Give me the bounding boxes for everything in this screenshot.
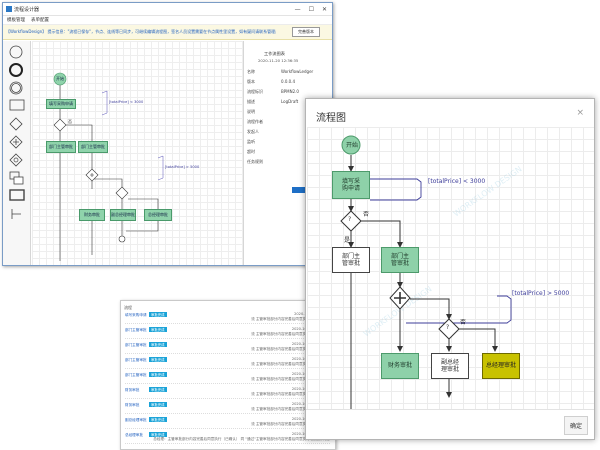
mini-gateway-1 bbox=[53, 118, 67, 132]
flow-connectors bbox=[340, 135, 512, 409]
condition-label-2: [totalPrice] > 5000 bbox=[512, 290, 570, 297]
notice-bar: 【WorkflowDesign】 提示信息："流程已保存"，节点、连线等已同步，… bbox=[3, 25, 332, 40]
close-icon[interactable]: × bbox=[576, 108, 584, 118]
node-purchase-request[interactable]: 填写采 购申请 bbox=[332, 171, 370, 199]
gateway-exclusive-1 bbox=[340, 210, 362, 232]
designer-titlebar: 流程设计器 — ☐ ✕ bbox=[3, 3, 332, 16]
designer-menubar: 模板管理 表单配置 bbox=[3, 16, 332, 25]
mini-gateway-3 bbox=[115, 186, 129, 200]
prop-row[interactable]: 发起人 bbox=[247, 129, 259, 134]
mini-no-label: 否 bbox=[68, 119, 72, 124]
mini-node-dept1[interactable]: 部门主管审批 bbox=[46, 141, 76, 153]
close-icon[interactable]: ✕ bbox=[321, 5, 327, 13]
mini-node-finance[interactable]: 财务审批 bbox=[79, 209, 105, 221]
mini-cond-2: [totalPrice] > 5000 bbox=[165, 165, 200, 169]
ok-button[interactable]: 确定 bbox=[564, 416, 588, 435]
designer-title: 流程设计器 bbox=[14, 6, 40, 13]
mini-start-label: 开始 bbox=[56, 75, 64, 81]
node-gm-approval[interactable]: 总经理审批 bbox=[482, 353, 520, 379]
node-dept-approval-1[interactable]: 部门主 管审批 bbox=[332, 247, 370, 273]
prop-row[interactable]: 流程作者 bbox=[247, 119, 263, 124]
mini-node-gm[interactable]: 总经理审批 bbox=[144, 209, 172, 221]
mini-cond-1: [totalPrice] < 3000 bbox=[109, 100, 144, 104]
mini-start-node bbox=[53, 72, 67, 86]
node-dept-approval-2[interactable]: 部门主 管审批 bbox=[381, 247, 419, 273]
circle-thin-icon[interactable] bbox=[9, 45, 23, 59]
circle-thick-icon[interactable] bbox=[9, 63, 23, 77]
designer-canvas[interactable]: 开始 填写采购申请 部门主管审批 部门主管审批 财务审批 副总经理审批 总经理审… bbox=[32, 41, 243, 265]
shape-palette bbox=[3, 41, 31, 265]
node-vp-approval[interactable]: 副总经 理审批 bbox=[431, 353, 469, 379]
maximize-icon[interactable]: ☐ bbox=[308, 5, 314, 13]
prop-row[interactable]: 监听 bbox=[247, 139, 255, 144]
start-label: 开始 bbox=[346, 142, 359, 149]
yes-label: 是 bbox=[344, 237, 351, 244]
diamond-group-icon[interactable] bbox=[9, 153, 23, 167]
app-icon bbox=[6, 6, 12, 12]
prop-row[interactable]: 超时 bbox=[247, 149, 255, 154]
condition-label-1: [totalPrice] < 3000 bbox=[428, 178, 486, 185]
dialog-title: 流程图 bbox=[316, 113, 346, 124]
designer-window: 流程设计器 — ☐ ✕ 模板管理 表单配置 【WorkflowDesign】 提… bbox=[2, 2, 333, 266]
no-label: 否 bbox=[363, 211, 370, 218]
node-finance-approval[interactable]: 财务审批 bbox=[381, 353, 419, 379]
list-item[interactable]: 填写采购申请审批完成2020-10-11 17:02:4流 主管审批部分内容完善… bbox=[125, 311, 330, 324]
mini-node-dept2[interactable]: 部门主管审批 bbox=[78, 141, 108, 153]
annotation-icon[interactable] bbox=[9, 207, 23, 221]
mini-node-purchase[interactable]: 填写采购申请 bbox=[46, 99, 76, 109]
flowchart-dialog: 流程图 × WORKFLOW DESIGN WORKFLOW DESIGN bbox=[305, 98, 595, 440]
history-list-window: 流程 填写采购申请审批完成2020-10-11 17:02:4流 主管审批部分内… bbox=[120, 300, 336, 450]
dialog-footer: 确定 bbox=[306, 409, 594, 439]
prop-row[interactable]: 说明 bbox=[247, 109, 255, 114]
circle-double-icon[interactable] bbox=[9, 81, 23, 95]
menu-item-templates[interactable]: 模板管理 bbox=[7, 18, 25, 23]
gateway-exclusive-2 bbox=[438, 318, 460, 340]
designer-flow-lines bbox=[53, 72, 164, 261]
flowchart-canvas[interactable]: WORKFLOW DESIGN WORKFLOW DESIGN bbox=[307, 127, 594, 409]
subprocess-icon[interactable] bbox=[9, 171, 25, 185]
mini-end-node bbox=[118, 235, 126, 243]
menu-item-forms[interactable]: 表单配置 bbox=[31, 18, 49, 23]
notice-text: 【WorkflowDesign】 提示信息："流程已保存"，节点、连线等已同步，… bbox=[6, 29, 276, 34]
mini-node-vp[interactable]: 副总经理审批 bbox=[110, 209, 136, 221]
list-header: 流程 bbox=[124, 305, 132, 310]
start-node bbox=[341, 135, 361, 155]
diamond-icon[interactable] bbox=[9, 117, 23, 131]
frame-icon[interactable] bbox=[9, 189, 25, 201]
notice-button[interactable]: 完善版本 bbox=[292, 27, 320, 37]
rectangle-icon[interactable] bbox=[9, 99, 25, 111]
question-mark-icon: ? bbox=[446, 324, 450, 331]
question-mark-icon: ? bbox=[348, 216, 352, 223]
props-time: 2020-11-20 12:36:35 bbox=[258, 58, 299, 63]
diamond-plus-icon[interactable] bbox=[9, 135, 23, 149]
props-title: 工作流图表 bbox=[264, 51, 285, 56]
no-label: 否 bbox=[460, 319, 467, 326]
minimize-icon[interactable]: — bbox=[294, 5, 301, 13]
prop-row[interactable]: 任务规则 bbox=[247, 159, 263, 164]
